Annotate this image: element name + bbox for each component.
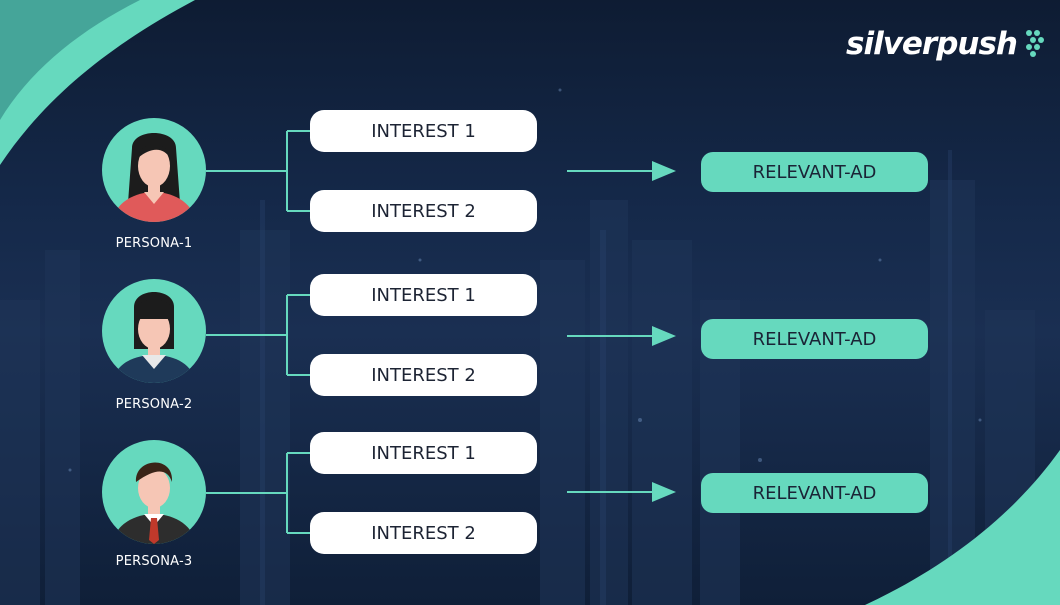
- persona-2-avatar: [102, 279, 206, 383]
- silverpush-logo: silverpush: [846, 26, 1047, 62]
- woman-bangs-avatar-icon: [112, 292, 196, 383]
- persona-2-interest-2: INTEREST 2: [310, 354, 537, 396]
- dots-logo-icon: [1026, 30, 1045, 57]
- persona-2-label: PERSONA-2: [115, 397, 193, 412]
- persona-3-interest-2: INTEREST 2: [310, 512, 537, 554]
- persona-1-interest-1: INTEREST 1: [310, 110, 537, 152]
- bottom-right-corner-shape: [865, 450, 1060, 605]
- persona-1-avatar: [102, 118, 206, 222]
- woman-long-hair-avatar-icon: [112, 133, 196, 222]
- persona-3-avatar: [102, 440, 206, 544]
- persona-3-label: PERSONA-3: [115, 554, 193, 569]
- persona-3-interest-1: INTEREST 1: [310, 432, 537, 474]
- persona-1-relevant-ad: RELEVANT-AD: [701, 152, 928, 192]
- man-tie-avatar-icon: [112, 462, 196, 544]
- persona-1-label: PERSONA-1: [115, 236, 193, 251]
- logo-text: silverpush: [846, 26, 1018, 62]
- persona-2-relevant-ad: RELEVANT-AD: [701, 319, 928, 359]
- persona-1-interest-2: INTEREST 2: [310, 190, 537, 232]
- persona-2-interest-1: INTEREST 1: [310, 274, 537, 316]
- top-left-corner-shape: [0, 0, 195, 165]
- persona-3-relevant-ad: RELEVANT-AD: [701, 473, 928, 513]
